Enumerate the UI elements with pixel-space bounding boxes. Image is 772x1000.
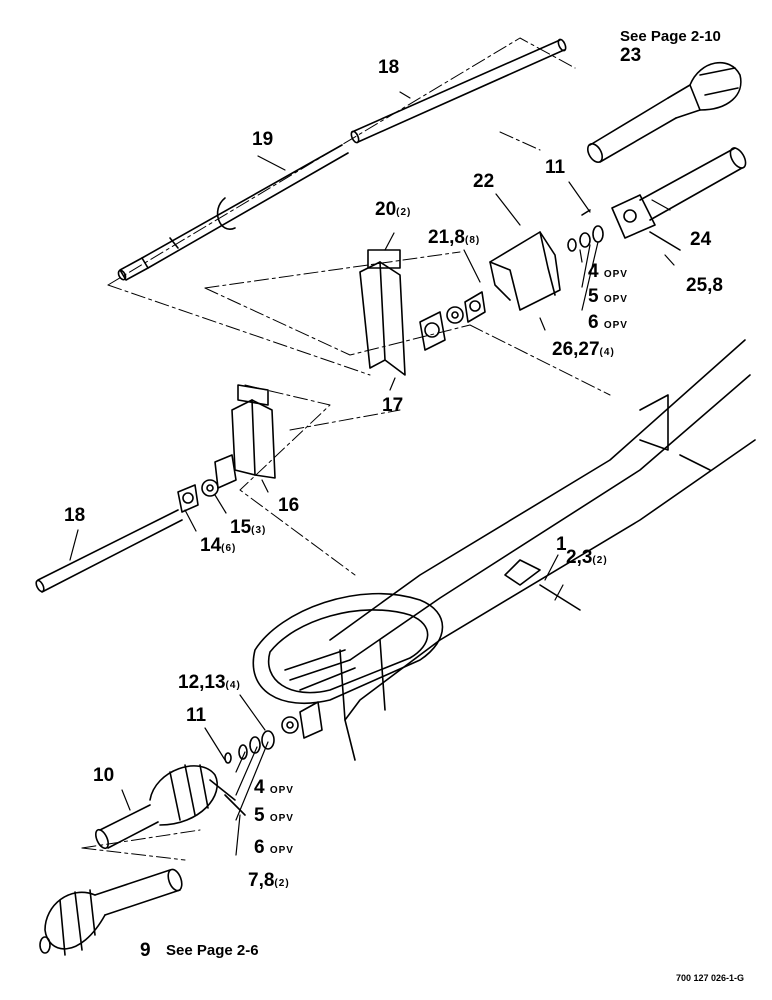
callout-6-lower-opt: OPV [269,845,294,856]
callout-6-lower-num: 6 [254,837,265,858]
shaft-18-upper [350,38,567,144]
callout-15-num: 15 [230,517,252,538]
callout-5-upper-num: 5 [588,286,599,307]
callout-5-lower-opt: OPV [269,813,294,824]
ref-page-2-10: See Page 2-10 [620,28,721,45]
step-platform [252,592,444,761]
callout-14-num: 14 [200,535,222,556]
callout-10: 10 [93,765,115,786]
callout-22: 22 [473,171,495,192]
callout-6-upper-num: 6 [588,312,599,333]
cover-22 [489,231,561,311]
callout-12-13-num: 12,13 [178,672,226,693]
callout-6-lower: 6 OPV [254,838,294,857]
callout-6-upper: 6 OPV [588,313,628,332]
shaft-19 [117,144,349,281]
driveline-23 [586,61,742,163]
callout-7-8-qty: (2) [274,878,290,889]
callout-25-8: 25,8 [686,275,723,296]
callout-18-lower: 18 [64,505,86,526]
callout-4-lower: 4 OPV [254,778,294,797]
callout-20: 20(2) [375,200,411,219]
callout-2-3: 2,3(2) [566,548,608,567]
callout-5-upper: 5 OPV [588,287,628,306]
ref-page-2-6: See Page 2-6 [166,942,259,959]
callout-12-13: 12,13(4) [178,673,241,692]
callout-20-num: 20 [375,199,397,220]
callout-5-lower: 5 OPV [254,806,294,825]
callout-2-3-num: 2,3 [566,547,593,568]
callout-4-lower-num: 4 [254,777,265,798]
callout-19: 19 [252,129,274,150]
callout-6-upper-opt: OPV [603,320,628,331]
shaft-18-lower [35,509,183,593]
callout-4-lower-opt: OPV [269,785,294,796]
callout-2-3-qty: (2) [592,555,608,566]
bearing-bracket-17 [359,249,486,376]
callout-9: 9 [140,940,151,961]
callout-7-8: 7,8(2) [248,871,290,890]
callout-26-27-qty: (4) [599,347,615,358]
callout-4-upper: 4 OPV [588,262,628,281]
callout-26-27-num: 26,27 [552,339,600,360]
bearing-bracket-16 [177,384,276,513]
callout-21-num: 21,8 [428,227,465,248]
callout-11-upper: 11 [545,157,566,178]
callout-12-13-qty: (4) [225,680,241,691]
callout-14: 14(6) [200,536,236,555]
callout-24: 24 [690,229,712,250]
driveline-10 [95,764,218,850]
callout-18-upper: 18 [378,57,400,78]
callout-15: 15(3) [230,518,266,537]
callout-15-qty: (3) [251,525,267,536]
callout-5-upper-opt: OPV [603,294,628,305]
callout-14-qty: (6) [221,543,237,554]
callout-21-qty: (8) [464,235,481,246]
callout-17: 17 [382,395,404,416]
tube-24 [611,147,747,251]
lower-bearing-stack [209,701,323,816]
callout-20-qty: (2) [396,207,412,218]
driveline-9 [39,868,183,956]
callout-5-lower-num: 5 [254,805,265,826]
callout-21: 21,8(8) [428,228,480,247]
leader-lines [69,91,675,856]
callout-4-upper-num: 4 [588,261,599,282]
callout-16: 16 [278,495,300,516]
callout-23: 23 [620,45,642,66]
callout-7-8-num: 7,8 [248,870,275,891]
callout-26-27: 26,27(4) [552,340,615,359]
callout-11-lower: 11 [186,705,207,726]
center-lines [81,37,611,861]
callout-1: 1 [556,534,567,555]
callout-4-upper-opt: OPV [603,269,628,280]
drawing-code: 700 127 026-1-G [676,973,745,983]
